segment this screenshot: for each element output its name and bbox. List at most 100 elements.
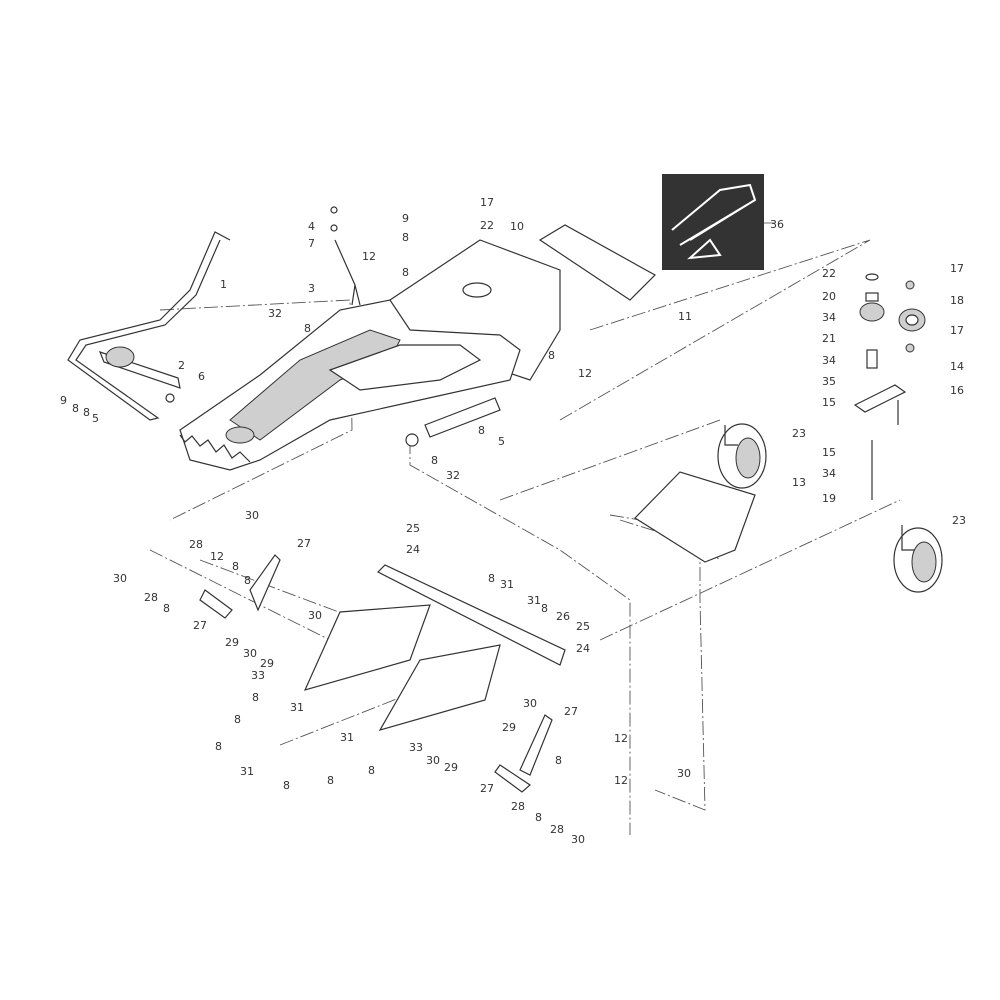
callout-label: 31 — [500, 578, 514, 591]
callout-label: 27 — [193, 619, 207, 632]
callout-label: 8 — [215, 740, 222, 753]
callout-label: 29 — [260, 657, 274, 670]
callout-label: 15 — [822, 446, 836, 459]
callout-label: 33 — [251, 669, 265, 682]
callout-label: 26 — [556, 610, 570, 623]
callout-label: 20 — [822, 290, 836, 303]
callout-label: 25 — [576, 620, 590, 633]
callout-label: 13 — [792, 476, 806, 489]
callout-label: 4 — [308, 220, 315, 233]
callout-label: 24 — [406, 543, 420, 556]
callout-label: 28 — [189, 538, 203, 551]
callout-label: 32 — [446, 469, 460, 482]
caster-assembly — [853, 273, 926, 500]
callout-label: 12 — [362, 250, 376, 263]
callout-label: 9 — [60, 394, 67, 407]
callout-label: 11 — [678, 310, 692, 323]
rod-3 — [330, 206, 361, 306]
callout-label: 8 — [252, 691, 259, 704]
wheel-23-upper — [717, 423, 767, 489]
wheel-23-lower — [893, 525, 943, 593]
callout-label: 9 — [402, 212, 409, 225]
cover-11 — [538, 224, 656, 301]
callout-label: 29 — [502, 721, 516, 734]
callout-label: 3 — [308, 282, 315, 295]
callout-label: 8 — [535, 811, 542, 824]
callout-label: 28 — [511, 800, 525, 813]
callout-label: 25 — [406, 522, 420, 535]
callout-label: 29 — [444, 761, 458, 774]
callout-label: 35 — [822, 375, 836, 388]
callout-label: 5 — [498, 435, 505, 448]
cross-beam — [199, 554, 566, 793]
callout-label: 8 — [402, 231, 409, 244]
callout-label: 8 — [234, 713, 241, 726]
callout-label: 27 — [297, 537, 311, 550]
callout-label: 12 — [614, 774, 628, 787]
callout-label: 5 — [92, 412, 99, 425]
callout-label: 8 — [163, 602, 170, 615]
callout-label: 30 — [245, 509, 259, 522]
callout-label: 8 — [304, 322, 311, 335]
callout-label: 19 — [822, 492, 836, 505]
callout-label: 27 — [480, 782, 494, 795]
callout-label: 28 — [144, 591, 158, 604]
main-frame — [179, 239, 561, 471]
callout-label: 31 — [527, 594, 541, 607]
callout-label: 31 — [240, 765, 254, 778]
axle-tubes — [405, 397, 501, 447]
callout-label: 30 — [426, 754, 440, 767]
callout-label: 6 — [198, 370, 205, 383]
callout-label: 34 — [822, 354, 836, 367]
callout-label: 12 — [614, 732, 628, 745]
callout-label: 17 — [480, 196, 494, 209]
handle-bar — [67, 231, 231, 421]
callout-label: 33 — [409, 741, 423, 754]
callout-label: 8 — [283, 779, 290, 792]
callout-label: 8 — [478, 424, 485, 437]
callout-label: 8 — [244, 574, 251, 587]
callout-label: 30 — [571, 833, 585, 846]
callout-label: 29 — [225, 636, 239, 649]
callout-label: 8 — [72, 402, 79, 415]
callout-label: 12 — [578, 367, 592, 380]
callout-label: 23 — [792, 427, 806, 440]
callout-label: 21 — [822, 332, 836, 345]
callout-label: 31 — [340, 731, 354, 744]
callout-label: 12 — [210, 550, 224, 563]
callout-label: 32 — [268, 307, 282, 320]
callout-label: 23 — [952, 514, 966, 527]
callout-label: 8 — [232, 560, 239, 573]
callout-label: 18 — [950, 294, 964, 307]
callout-label: 30 — [523, 697, 537, 710]
callout-label: 28 — [550, 823, 564, 836]
callout-label: 34 — [822, 467, 836, 480]
callout-label: 30 — [113, 572, 127, 585]
callout-label: 8 — [431, 454, 438, 467]
callout-label: 30 — [677, 767, 691, 780]
callout-label: 22 — [480, 219, 494, 232]
callout-label: 17 — [950, 324, 964, 337]
callout-label: 34 — [822, 311, 836, 324]
callout-label: 27 — [564, 705, 578, 718]
callout-label: 7 — [308, 237, 315, 250]
callout-label: 8 — [541, 602, 548, 615]
callout-label: 10 — [510, 220, 524, 233]
callout-label: 8 — [402, 266, 409, 279]
callout-label: 30 — [308, 609, 322, 622]
callout-label: 8 — [368, 764, 375, 777]
assembly-guide-lines — [149, 239, 901, 835]
callout-label: 8 — [488, 572, 495, 585]
plate-13 — [634, 471, 756, 563]
callout-label: 8 — [327, 774, 334, 787]
callout-label: 31 — [290, 701, 304, 714]
callout-label: 17 — [950, 262, 964, 275]
inset-detail — [662, 174, 775, 270]
callout-label: 24 — [576, 642, 590, 655]
callout-label: 30 — [243, 647, 257, 660]
callout-label: 14 — [950, 360, 964, 373]
callout-label: 8 — [555, 754, 562, 767]
callout-label: 16 — [950, 384, 964, 397]
